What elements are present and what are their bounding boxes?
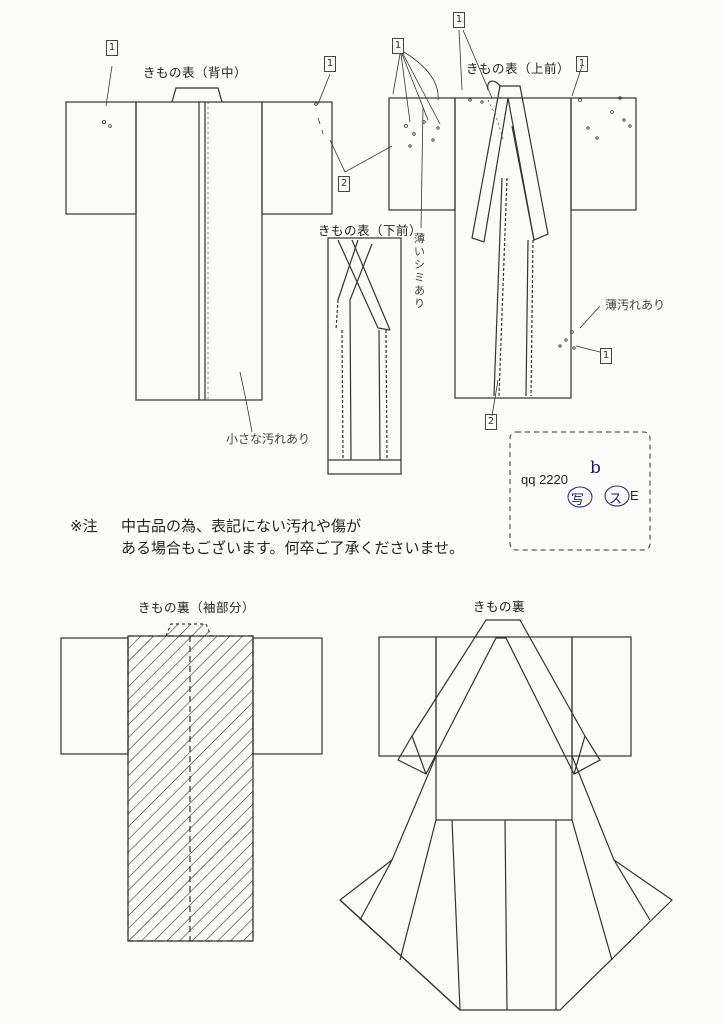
kimono-lower-front-outline (327, 237, 402, 475)
marker-1-collar: 1 (453, 12, 465, 28)
marker-1-back-right: 1 (324, 56, 336, 72)
kimono-lining-outline (339, 619, 673, 1011)
marker-2-front: 2 (485, 414, 497, 430)
marker-1-back-left: 1 (106, 40, 118, 56)
stamp-box (509, 431, 651, 551)
label-lining: きもの裏 (473, 599, 526, 614)
marker-1-left-sleeve: 1 (392, 38, 404, 54)
stamp-suffix: b (590, 458, 601, 478)
kimono-upper-front-outline (388, 80, 637, 399)
marker-1-right-sleeve: 1 (576, 56, 588, 72)
notice-line-2: ある場合もございます。何卒ご了承くださいませ。 (121, 539, 465, 557)
notice-line-1: 中古品の為、表記にない汚れや傷が (121, 517, 362, 535)
label-back: きもの表（背中） (143, 65, 248, 80)
kimono-lining-sleeve-outline (60, 623, 323, 942)
stain-spots-back (102, 102, 324, 135)
note-small-stain: 小さな汚れあり (226, 432, 311, 446)
marker-2-back: 2 (338, 176, 350, 192)
pointer-lines-upper-front (392, 29, 601, 417)
stamp-code: qq 2220 (521, 472, 568, 487)
handwritten-circles (567, 485, 630, 508)
pointer-lines-back (105, 65, 393, 433)
label-lower-front: きもの表（下前） (318, 223, 423, 238)
notice-prefix: ※注 (70, 517, 98, 535)
label-lining-sleeve: きもの裏（袖部分） (138, 600, 256, 615)
stamp-photo-mark: 写 (571, 493, 585, 508)
kimono-back-outline (65, 87, 333, 401)
stamp-mark-2: ス (609, 492, 623, 507)
note-light-stain-vertical: 薄いシミあり (414, 232, 425, 310)
stamp-mark-3: E (630, 488, 639, 503)
label-upper-front: きもの表（上前） (466, 61, 571, 76)
note-light-stain: 薄汚れあり (605, 298, 666, 312)
stain-spots-upper-front (404, 96, 632, 350)
marker-1-hem: 1 (600, 348, 612, 364)
